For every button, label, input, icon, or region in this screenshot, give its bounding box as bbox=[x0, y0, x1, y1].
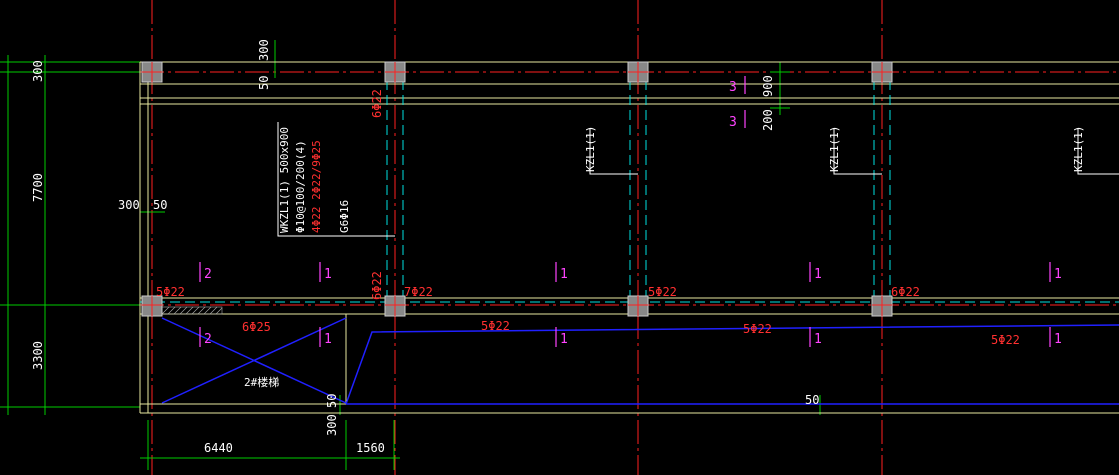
dim-bottom-mid-50: 50 bbox=[805, 393, 819, 407]
dim-right-200: 200 bbox=[761, 109, 775, 131]
axis-grid-horizontal bbox=[0, 71, 1119, 306]
rebar-lower-5c: 5Φ22 bbox=[991, 333, 1020, 347]
dim-right-900: 900 bbox=[761, 75, 775, 97]
kzl-label-1: KZL1(1) bbox=[584, 126, 597, 172]
section-mark-1d: 1 bbox=[1054, 267, 1062, 282]
dim-left-300: 300 bbox=[31, 60, 45, 82]
beam-annotation-line2: Φ10@100/200(4) bbox=[294, 140, 307, 233]
rebar-lower-6: 6Φ25 bbox=[242, 320, 271, 334]
beam-annotation-line3: 4Φ22 2Φ22/9Φ25 bbox=[310, 140, 323, 233]
leader-lines bbox=[277, 122, 1119, 237]
section-mark-1b: 1 bbox=[560, 267, 568, 282]
section-mark-3a: 3 bbox=[729, 80, 737, 95]
dim-top-50: 50 bbox=[257, 76, 271, 90]
section-mark-bars bbox=[199, 76, 1051, 347]
beam-annotation-line1: WKZL1(1) 500x900 bbox=[278, 127, 291, 233]
kzl-label-3: KZL1(1) bbox=[1072, 126, 1085, 172]
beam-annotation-line4: G6Φ16 bbox=[338, 200, 351, 233]
kzl-label-2: KZL1(1) bbox=[828, 126, 841, 172]
dim-bottom-6440: 6440 bbox=[204, 441, 233, 455]
section-mark-1c: 1 bbox=[814, 267, 822, 282]
rebar-col-bottom: 6Φ22 bbox=[370, 271, 384, 300]
stair-label: 2#楼梯 bbox=[244, 375, 279, 389]
section-mark-1e: 1 bbox=[324, 332, 332, 347]
dim-top-300: 300 bbox=[257, 39, 271, 61]
rebar-b4: 6Φ22 bbox=[891, 285, 920, 299]
section-mark-1f: 1 bbox=[560, 332, 568, 347]
dim-bottom-300: 300 bbox=[325, 414, 339, 436]
dim-mid-50: 50 bbox=[153, 198, 167, 212]
section-mark-3b: 3 bbox=[729, 115, 737, 130]
section-mark-2a: 2 bbox=[204, 267, 212, 282]
section-mark-2b: 2 bbox=[204, 332, 212, 347]
dim-bottom-1560: 1560 bbox=[356, 441, 385, 455]
section-mark-1h: 1 bbox=[1054, 332, 1062, 347]
rebar-lower-5a: 5Φ22 bbox=[481, 319, 510, 333]
rebar-left-top: 5Φ22 bbox=[156, 285, 185, 299]
dim-bottom-50: 50 bbox=[325, 394, 339, 408]
dim-left-7700: 7700 bbox=[31, 173, 45, 202]
dim-left-3300: 3300 bbox=[31, 341, 45, 370]
dimension-lines bbox=[0, 40, 821, 470]
dim-mid-300: 300 bbox=[118, 198, 140, 212]
rebar-b3: 5Φ22 bbox=[648, 285, 677, 299]
hatch-strip bbox=[159, 306, 223, 315]
rebar-lower-5b: 5Φ22 bbox=[743, 322, 772, 336]
blue-slab-lines bbox=[161, 317, 1119, 405]
rebar-mid-7: 7Φ22 bbox=[404, 285, 433, 299]
rebar-col-top: 6Φ22 bbox=[370, 89, 384, 118]
section-mark-1a: 1 bbox=[324, 267, 332, 282]
section-mark-1g: 1 bbox=[814, 332, 822, 347]
